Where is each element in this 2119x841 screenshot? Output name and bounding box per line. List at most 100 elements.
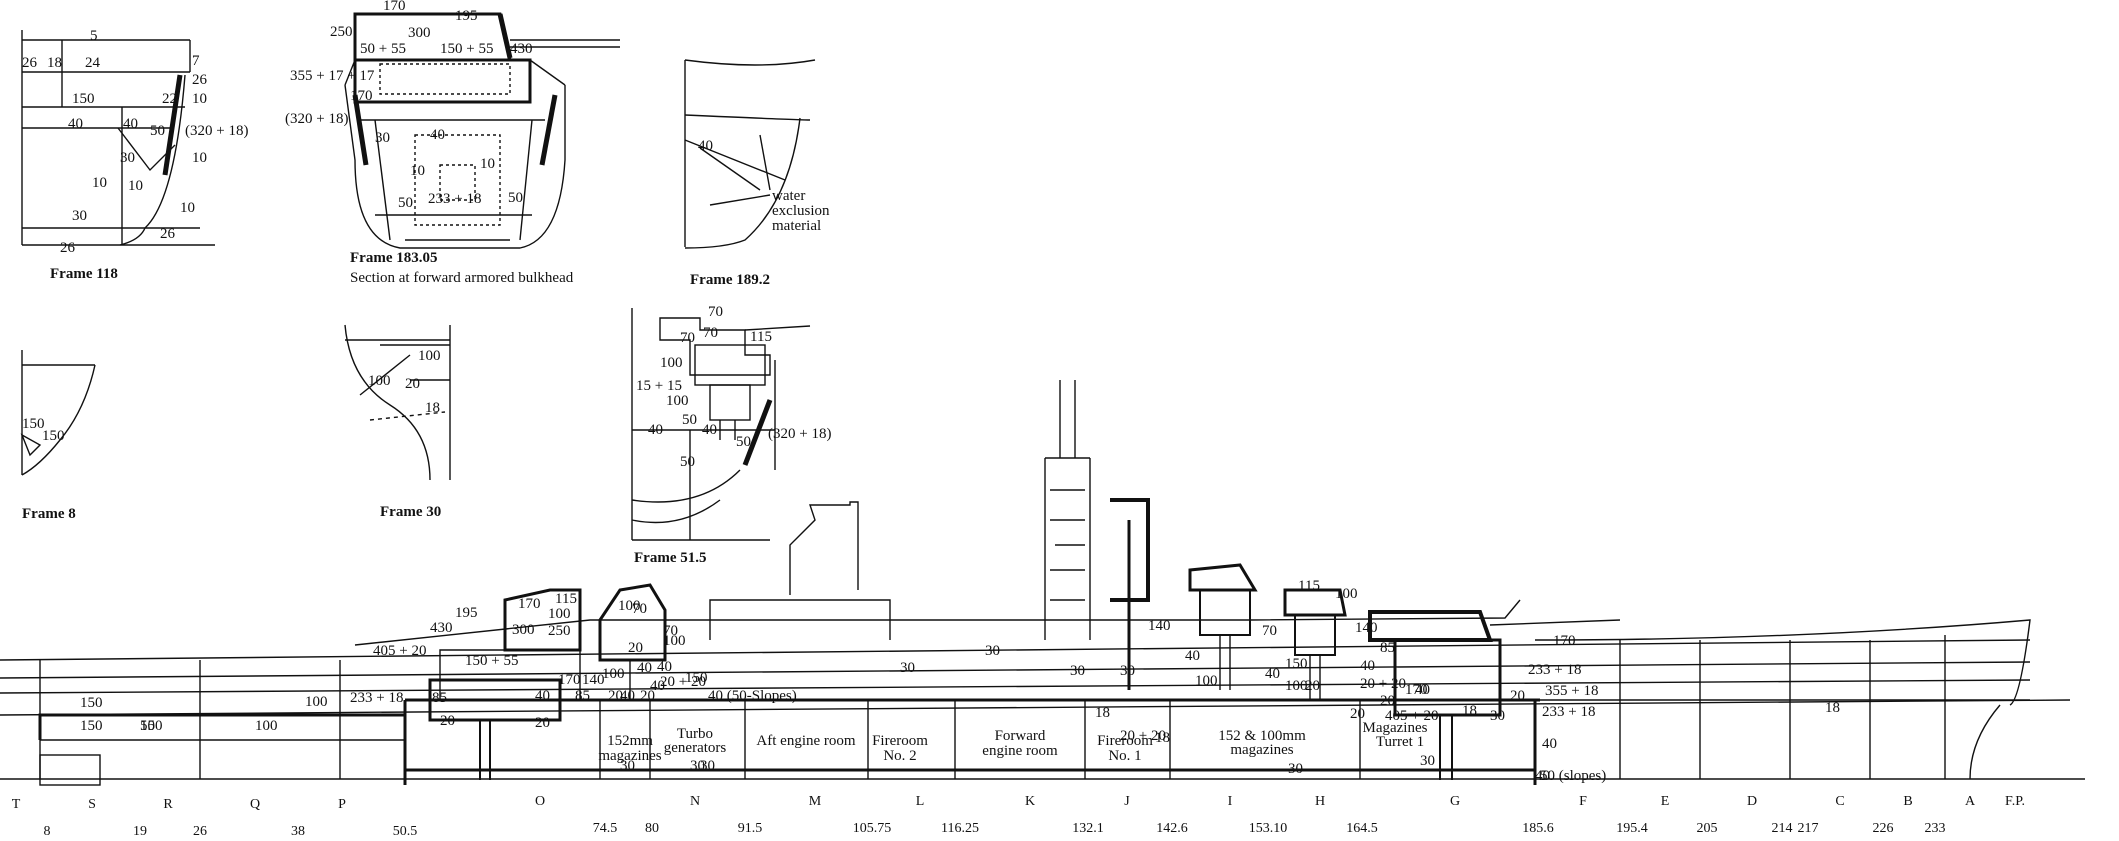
frame-number: 80 xyxy=(645,821,659,836)
armor-thickness-label: 100 xyxy=(305,694,328,710)
section-frame-118 xyxy=(21,30,215,246)
armor-thickness-label: 30 xyxy=(700,758,715,774)
frame-number: 164.5 xyxy=(1346,821,1378,836)
armor-thickness-label: 40 xyxy=(1185,648,1200,664)
armor-thickness-label: 30 xyxy=(1120,663,1135,679)
thickness-label: 70 xyxy=(680,330,695,346)
armor-thickness-label: 50 xyxy=(140,718,155,734)
armor-thickness-label: 18 xyxy=(1155,730,1170,746)
section-frame-183 xyxy=(344,12,620,249)
labels-frame-189: 40 water exclusion material xyxy=(698,138,830,234)
armor-thickness-label: 170 xyxy=(1405,682,1428,698)
armor-thickness-label: 140 xyxy=(1148,618,1171,634)
frame-number: 26 xyxy=(193,824,207,839)
armor-thickness-label: 70 xyxy=(663,623,678,639)
armor-thickness-label: 150 xyxy=(140,718,163,734)
compartment-label: Aft engine room xyxy=(756,733,855,749)
armor-thickness-label: 40 xyxy=(637,660,652,676)
thickness-label: 100 xyxy=(368,373,391,389)
caption-frame-118: Frame 118 xyxy=(50,266,118,282)
thickness-label: 40 xyxy=(698,138,713,154)
armor-thickness-label: 195 xyxy=(455,605,478,621)
armor-thickness-label: 40 xyxy=(1535,768,1550,784)
station-letter: L xyxy=(916,794,925,809)
thickness-label: 24 xyxy=(85,55,101,71)
armor-thickness-label: 233 + 18 xyxy=(1528,662,1581,678)
thickness-label: 100 xyxy=(666,393,689,409)
compartment-label: Magazines xyxy=(1363,720,1428,736)
armor-thickness-label: 85 xyxy=(1380,640,1395,656)
compartment-label: Fireroom xyxy=(872,733,928,749)
thickness-label: 26 xyxy=(160,226,176,242)
armor-thickness-label: 170 xyxy=(558,672,581,688)
armor-thickness-label: 30 xyxy=(1070,663,1085,679)
armor-thickness-label: 100 xyxy=(602,666,625,682)
compartment-label: magazines xyxy=(1230,742,1293,758)
frame-number: 142.6 xyxy=(1156,821,1188,836)
thickness-label: 40 xyxy=(648,422,663,438)
armor-thickness-label: 20 + 20 xyxy=(1120,728,1166,744)
station-letter: B xyxy=(1903,794,1912,809)
thickness-label: 70 xyxy=(703,325,718,341)
armor-thickness-label: 20 xyxy=(608,688,623,704)
thickness-label: 300 xyxy=(408,25,431,41)
station-letter: N xyxy=(690,794,700,809)
thickness-label: 40 xyxy=(430,127,445,143)
annotation-material: material xyxy=(772,218,821,234)
station-letter: K xyxy=(1025,794,1035,809)
armor-thickness-label: 20 xyxy=(628,640,643,656)
ship-profile xyxy=(0,380,2085,786)
thickness-label: 20 xyxy=(405,376,420,392)
compartment-label: Forward xyxy=(995,728,1046,744)
armor-thickness-label: 170 xyxy=(518,596,541,612)
annotation-exclusion: exclusion xyxy=(772,203,830,219)
thickness-label: 50 xyxy=(680,454,695,470)
thickness-label: 195 xyxy=(455,8,478,24)
annotation-water: water xyxy=(772,188,805,204)
armor-thickness-label: 18 xyxy=(1825,700,1840,716)
labels-frame-183: 170 195 250 300 50 + 55 150 + 55 430 355… xyxy=(285,0,533,211)
thickness-label: 5 xyxy=(90,28,98,44)
thickness-label: 355 + 17 + 17 xyxy=(290,68,375,84)
armor-thickness-label: 140 xyxy=(582,672,605,688)
armor-thickness-label: 100 xyxy=(1335,586,1358,602)
thickness-label: 10 xyxy=(92,175,107,191)
thickness-label: 150 xyxy=(22,416,45,432)
caption-frame-30: Frame 30 xyxy=(380,504,441,520)
armor-thickness-label: 170 xyxy=(1553,633,1576,649)
armor-thickness-label: 20 xyxy=(1350,706,1365,722)
compartment-label: No. 2 xyxy=(883,748,916,764)
subcaption-frame-183: Section at forward armored bulkhead xyxy=(350,270,574,286)
compartment-label: engine room xyxy=(982,743,1058,759)
armor-thickness-label: 150 + 55 xyxy=(465,653,518,669)
armor-thickness-label: 150 xyxy=(80,695,103,711)
thickness-label: 10 xyxy=(192,91,207,107)
thickness-label: 10 xyxy=(180,200,195,216)
thickness-label: 30 xyxy=(120,150,135,166)
armor-thickness-label: 20 xyxy=(640,688,655,704)
armor-thickness-label: 20 + 20 xyxy=(660,674,706,690)
thickness-label: 15 + 15 xyxy=(636,378,682,394)
thickness-label: 26 xyxy=(60,240,76,256)
section-frame-189 xyxy=(684,59,816,249)
thickness-label: 50 xyxy=(508,190,523,206)
frame-number: 214 xyxy=(1772,821,1793,836)
armor-thickness-label: 405 + 20 xyxy=(373,643,426,659)
thickness-label: 7 xyxy=(192,53,200,69)
armor-thickness-label: 100 xyxy=(255,718,278,734)
thickness-label: 40 xyxy=(123,116,138,132)
thickness-label: 50 xyxy=(398,195,413,211)
frame-number: 8 xyxy=(44,824,51,839)
armor-thickness-label: 140 xyxy=(1355,620,1378,636)
armor-thickness-label: 100 xyxy=(548,606,571,622)
station-letter: A xyxy=(1965,794,1976,809)
armor-thickness-label: 150 xyxy=(80,718,103,734)
thickness-label: 100 xyxy=(418,348,441,364)
armor-thickness-label: 30 xyxy=(1420,753,1435,769)
frame-number: 105.75 xyxy=(853,821,892,836)
frame-number: 185.6 xyxy=(1522,821,1554,836)
compartment-label: 152mm xyxy=(607,733,653,749)
